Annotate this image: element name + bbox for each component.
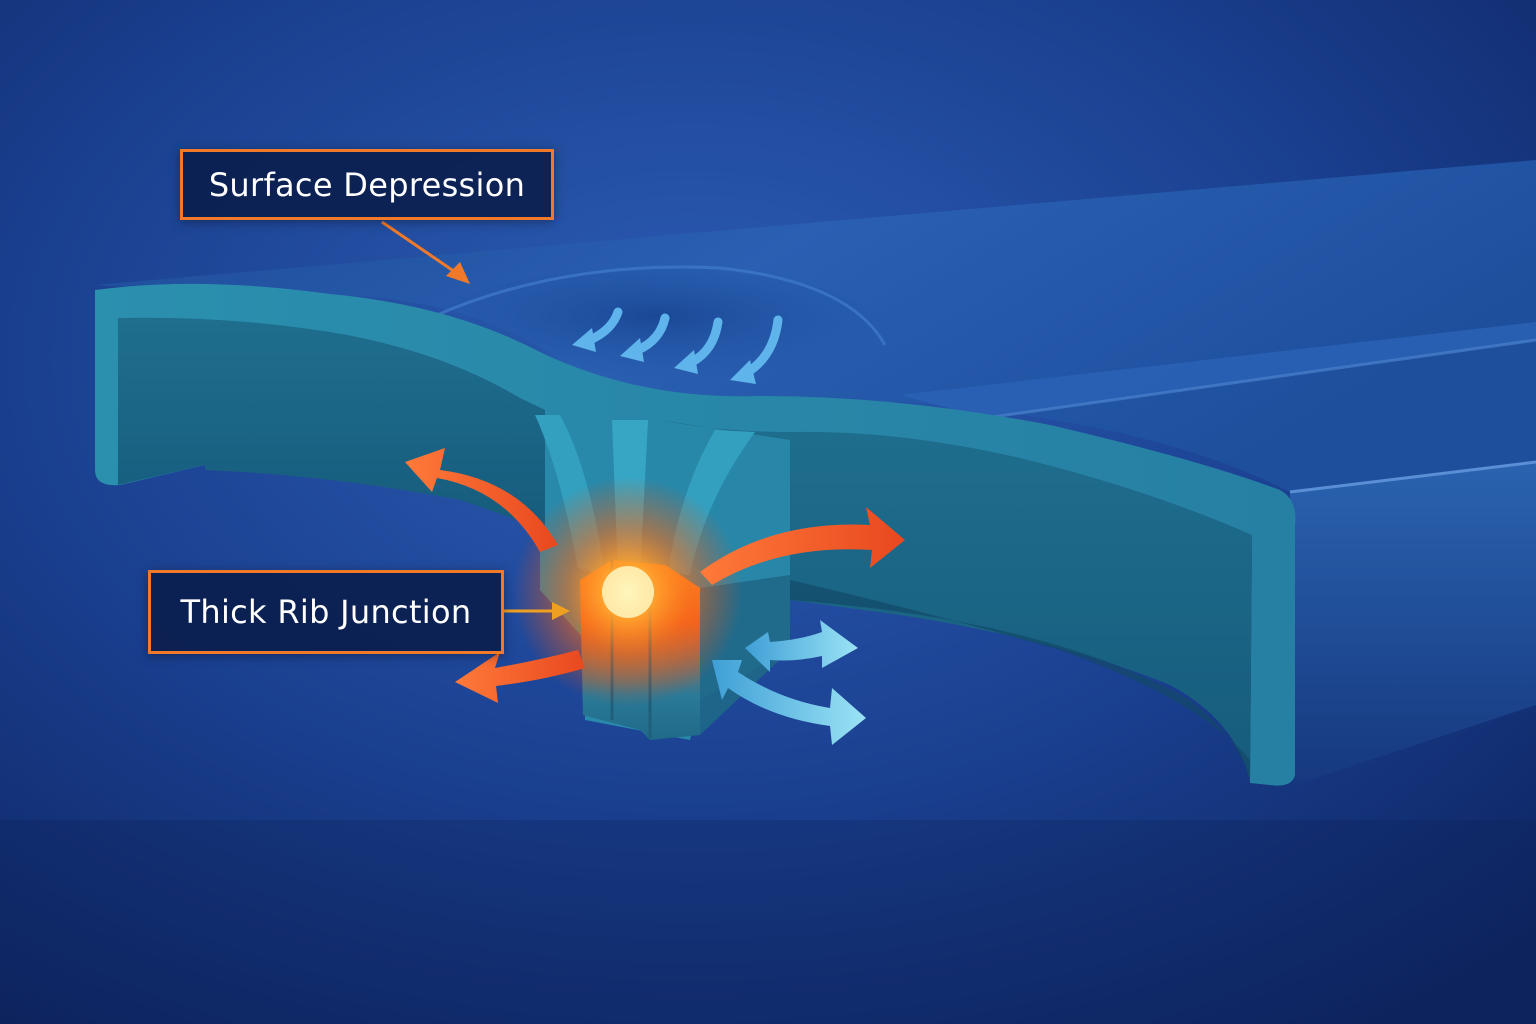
inflow-arrowheads <box>572 328 756 384</box>
leader-rib <box>504 602 570 620</box>
right-cavity <box>660 420 1252 780</box>
curved-arrow-out-icon <box>455 650 585 703</box>
part-side-face <box>1290 462 1536 785</box>
leader-surface <box>381 220 470 284</box>
step-edge <box>900 322 1536 418</box>
left-cavity <box>118 317 545 532</box>
curved-arrow-out-icon <box>700 507 905 585</box>
curved-arrow-down-icon <box>743 315 783 377</box>
double-arrow-icon <box>712 660 866 745</box>
double-arrow-icon <box>745 620 858 672</box>
thick-rib-junction-label: Thick Rib Junction <box>148 570 504 654</box>
curved-arrow-out-icon <box>405 448 558 552</box>
heat-out-arrows <box>405 448 905 703</box>
surface-depression-label: Surface Depression <box>180 149 554 220</box>
cool-out-arrows <box>712 620 866 745</box>
